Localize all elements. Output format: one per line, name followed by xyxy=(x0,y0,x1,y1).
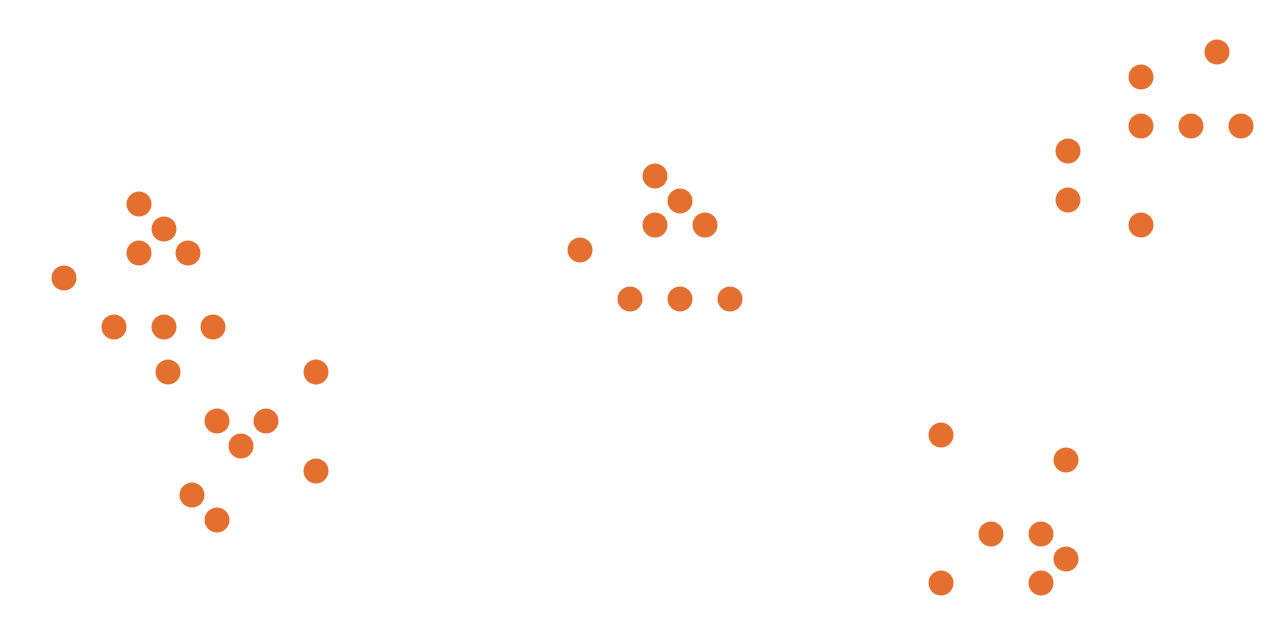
dot-31 xyxy=(1055,187,1081,213)
dot-21 xyxy=(567,237,593,263)
dot-30 xyxy=(1055,138,1081,164)
dot-10 xyxy=(303,359,329,385)
dot-24 xyxy=(717,286,743,312)
dot-37 xyxy=(1053,546,1079,572)
dot-4 xyxy=(175,240,201,266)
dot-13 xyxy=(228,433,254,459)
dot-27 xyxy=(1128,113,1154,139)
dot-35 xyxy=(978,521,1004,547)
dot-19 xyxy=(642,212,668,238)
dot-8 xyxy=(200,314,226,340)
dot-29 xyxy=(1228,113,1254,139)
dot-12 xyxy=(253,408,279,434)
dot-11 xyxy=(204,408,230,434)
dot-5 xyxy=(51,265,77,291)
dot-14 xyxy=(303,458,329,484)
dot-23 xyxy=(667,286,693,312)
dot-33 xyxy=(928,422,954,448)
dot-36 xyxy=(1028,521,1054,547)
dot-38 xyxy=(928,570,954,596)
dot-17 xyxy=(642,163,668,189)
dot-15 xyxy=(179,482,205,508)
dot-2 xyxy=(151,216,177,242)
dot-26 xyxy=(1128,64,1154,90)
dot-16 xyxy=(204,507,230,533)
dot-32 xyxy=(1128,212,1154,238)
dot-22 xyxy=(617,286,643,312)
dot-6 xyxy=(101,314,127,340)
dot-7 xyxy=(151,314,177,340)
dot-25 xyxy=(1204,39,1230,65)
dot-layer xyxy=(51,39,1254,596)
dot-39 xyxy=(1028,570,1054,596)
dot-18 xyxy=(667,188,693,214)
dot-9 xyxy=(155,359,181,385)
dot-34 xyxy=(1053,447,1079,473)
dot-1 xyxy=(126,191,152,217)
dot-3 xyxy=(126,240,152,266)
dot-28 xyxy=(1178,113,1204,139)
dot-20 xyxy=(692,212,718,238)
